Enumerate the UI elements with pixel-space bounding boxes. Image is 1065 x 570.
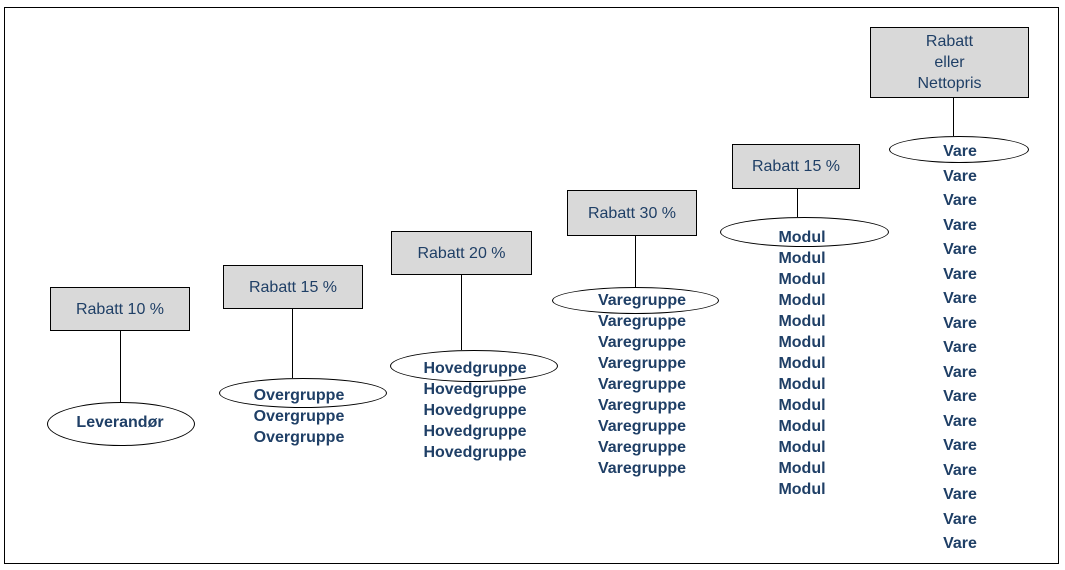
group-item: Hovedgruppe [423, 423, 527, 440]
group-item: Modul [778, 292, 826, 309]
group-item: Hovedgruppe [423, 444, 527, 461]
group-item: Varegruppe [597, 397, 687, 414]
group-item: Modul [778, 355, 826, 372]
group-item: Varegruppe [597, 439, 687, 456]
group-item: Hovedgruppe [423, 360, 527, 377]
group-item: Vare [943, 143, 977, 160]
group-ellipse [47, 402, 195, 446]
group-item: Varegruppe [597, 334, 687, 351]
group-item: Modul [778, 250, 826, 267]
group-item: Vare [943, 535, 977, 552]
group-item: Leverandør [76, 414, 164, 431]
connector-line [797, 189, 798, 217]
group-item: Vare [943, 265, 977, 283]
group-item: Modul [778, 460, 826, 477]
group-item: Vare [943, 510, 977, 528]
group-item: Hovedgruppe [423, 402, 527, 419]
group-item: Vare [943, 241, 977, 258]
group-ellipse [720, 217, 889, 247]
discount-label: Rabatt 30 % [587, 204, 677, 222]
group-item: Vare [943, 363, 977, 381]
group-item: Modul [778, 313, 826, 330]
group-item: Varegruppe [597, 418, 687, 435]
discount-label: Rabatt 20 % [417, 244, 506, 262]
connector-line [953, 98, 954, 136]
group-item: Modul [778, 334, 826, 351]
discount-box: Rabatt 15 % [223, 265, 363, 309]
discount-label: Rabatt 15 % [248, 278, 338, 296]
discount-box: Rabatt 20 % [391, 231, 532, 275]
group-item: Modul [778, 481, 826, 498]
discount-label: Rabatt eller Nettopris [917, 33, 982, 92]
discount-box: Rabatt 30 % [567, 190, 697, 236]
group-item: Varegruppe [597, 313, 687, 330]
group-item: Varegruppe [597, 376, 687, 393]
group-item: Varegruppe [597, 292, 687, 309]
connector-line [635, 236, 636, 287]
group-item: Modul [778, 229, 826, 246]
group-item: Modul [778, 271, 826, 288]
group-item: Overgruppe [253, 387, 345, 404]
group-item: Varegruppe [597, 355, 687, 372]
group-ellipse [390, 350, 558, 382]
group-item: Vare [943, 339, 977, 356]
group-item: Vare [943, 412, 977, 430]
group-ellipse [552, 287, 719, 314]
group-item: Modul [778, 397, 826, 414]
group-item: Vare [943, 461, 977, 479]
discount-box: Rabatt eller Nettopris [870, 27, 1029, 98]
group-item: Modul [778, 376, 826, 393]
group-item: Modul [778, 418, 826, 435]
group-item: Vare [943, 437, 977, 454]
group-item: Vare [943, 486, 977, 503]
group-ellipse [219, 378, 387, 408]
group-item: Modul [778, 439, 826, 456]
discount-label: Rabatt 15 % [751, 158, 841, 175]
connector-line [120, 331, 121, 406]
discount-label: Rabatt 10 % [75, 300, 165, 318]
group-item: Vare [943, 167, 977, 185]
group-item: Hovedgruppe [423, 381, 527, 398]
connector-line [292, 309, 293, 378]
group-item: Varegruppe [597, 460, 687, 477]
diagram-frame [4, 7, 1059, 564]
group-ellipse [889, 136, 1029, 163]
discount-box: Rabatt 15 % [732, 144, 860, 189]
group-item: Vare [943, 192, 977, 209]
group-item: Vare [943, 388, 977, 405]
discount-box: Rabatt 10 % [50, 287, 190, 331]
group-item: Overgruppe [253, 408, 345, 425]
group-item: Vare [943, 314, 977, 332]
connector-line [461, 275, 462, 350]
group-item: Vare [943, 290, 977, 307]
group-item: Overgruppe [253, 429, 345, 446]
group-item: Vare [943, 216, 977, 234]
